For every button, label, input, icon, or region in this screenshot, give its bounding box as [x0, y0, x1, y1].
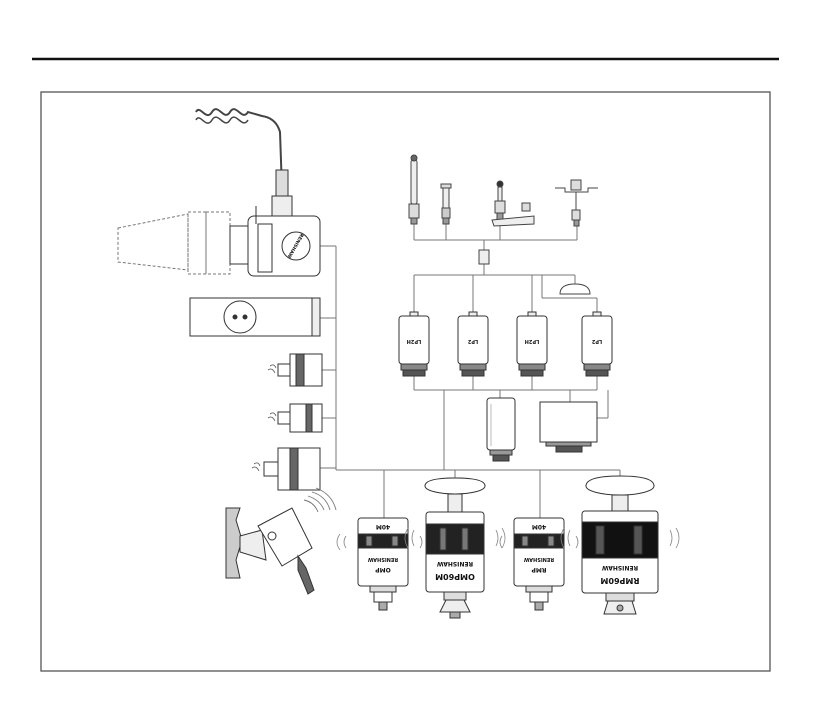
- lp2-label-1: LP2H: [407, 338, 422, 344]
- lp2-label-3: LP2H: [525, 338, 540, 344]
- omp60m-brand-label: RENISHAW: [436, 560, 473, 567]
- receiver-module: [190, 298, 320, 336]
- extension-bar: [487, 398, 515, 461]
- lp2-probe-4: LP2: [582, 312, 612, 376]
- lp2-label-2: LP2: [467, 338, 478, 344]
- rmp40m-brand-label: RENISHAW: [523, 556, 554, 562]
- rmp40m-name-label: RMP: [531, 566, 547, 573]
- stylus-adapter: [479, 250, 489, 264]
- dome-module: [560, 284, 590, 294]
- rmp40m-model-label: 40M: [532, 523, 546, 530]
- lp2-probe-1: LP2H: [399, 312, 429, 376]
- interface-box: [540, 402, 597, 452]
- rmp60m-name-label: RMP60M: [600, 576, 639, 585]
- omp40m-brand-label: RENISHAW: [367, 556, 398, 562]
- omp60m-name-label: OMP60M: [435, 572, 475, 581]
- lp2-label-4: LP2: [591, 338, 602, 344]
- lp2-probe-2: LP2: [458, 312, 488, 376]
- rmp60m-brand-label: RENISHAW: [601, 564, 638, 571]
- omp40m-name-label: OMP: [375, 566, 391, 573]
- omp40m-model-label: 40M: [376, 523, 390, 530]
- lp2-probe-3: LP2H: [517, 312, 547, 376]
